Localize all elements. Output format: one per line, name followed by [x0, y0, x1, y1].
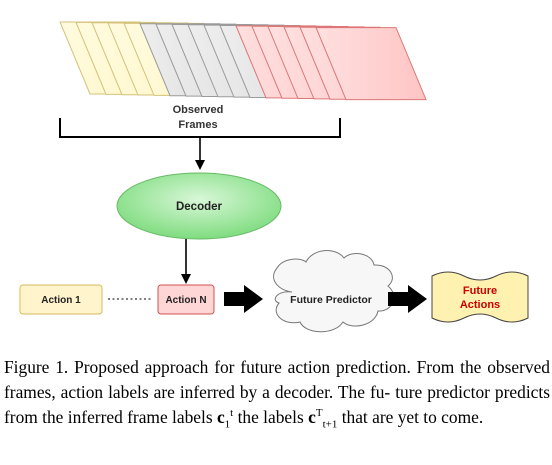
future-actions-label-line2: Actions [460, 299, 500, 311]
observed-frames-stack [59, 21, 427, 101]
frames-label-line1: Observed [173, 104, 224, 116]
symbol-c-t1T-sub: t+1 [322, 418, 338, 431]
future-actions-document [431, 271, 529, 323]
arrow-actions-to-predictor [224, 285, 263, 313]
caption-line-3-end: the labels [233, 407, 304, 427]
frame-17 [315, 27, 427, 101]
future-actions-label-line1: Future [463, 285, 497, 297]
action-last-box [157, 284, 215, 315]
action-first-label: Action 1 [41, 295, 81, 306]
caption-line-3-start: ture predictor predicts from the inferre… [4, 382, 550, 427]
caption-line-1: Figure 1. Proposed approach for future a… [4, 357, 482, 377]
caption-line-4: that are yet to come. [337, 407, 484, 427]
symbol-c-t1T-sup: T [315, 407, 323, 420]
symbol-c-1t-sub: 1 [224, 418, 231, 431]
symbol-c-t1T: c [308, 407, 316, 427]
decoder-label: Decoder [176, 201, 223, 213]
action-last-label: Action N [165, 295, 206, 306]
action-first-box [19, 284, 103, 315]
future-predictor-cloud [273, 250, 395, 333]
symbol-c-1t: c [216, 407, 225, 427]
diagram-canvas: Observed Frames Decoder Action 1 Action … [19, 21, 529, 333]
frames-label-line2: Frames [178, 119, 217, 131]
decoder-node [116, 172, 282, 240]
future-predictor-label: Future Predictor [290, 294, 372, 306]
arrow-predictor-to-output [388, 285, 427, 313]
symbol-c-1t-sup: t [230, 407, 234, 420]
figure-caption: Figure 1. Proposed approach for future a… [4, 355, 550, 430]
caption-line-2: observed frames, action labels are infer… [4, 357, 550, 402]
